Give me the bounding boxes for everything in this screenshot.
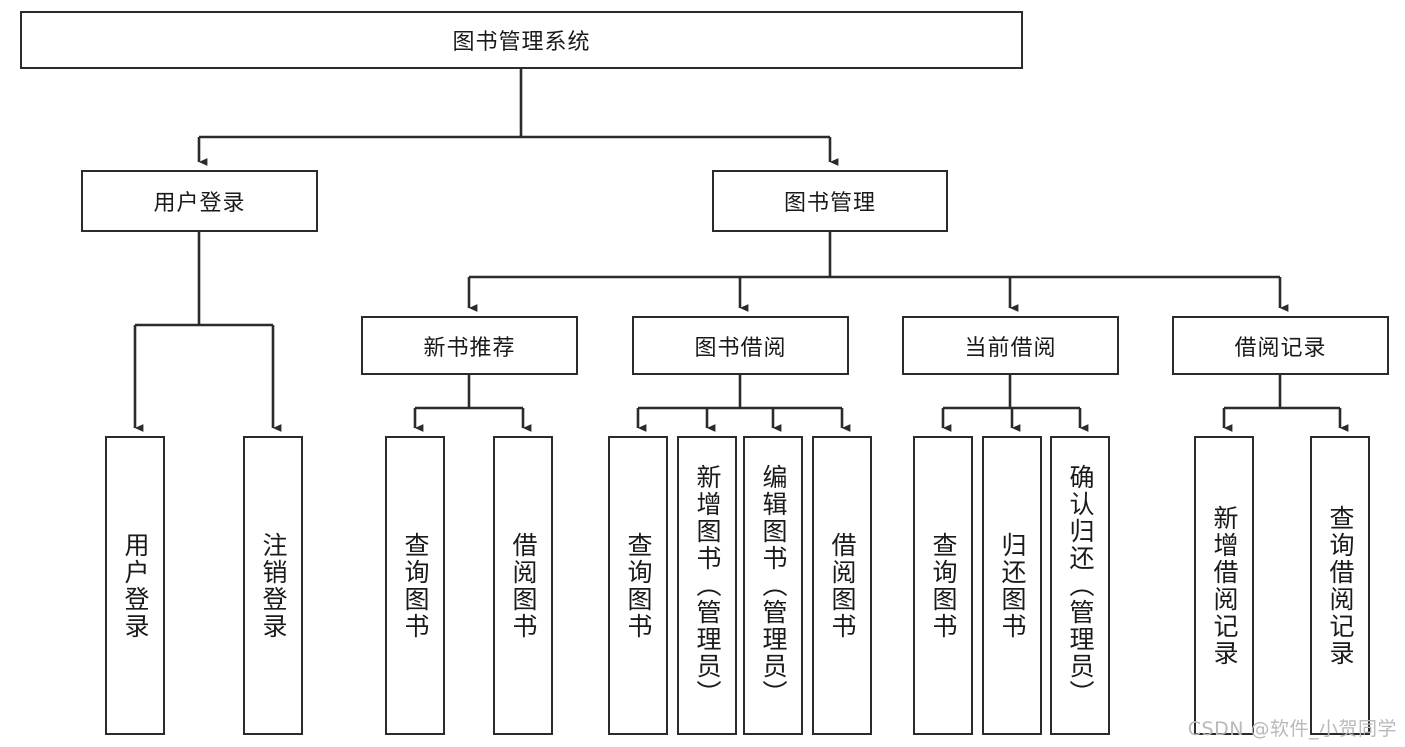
leaf-recommend-query-book[interactable]: 查询图书 (385, 436, 445, 735)
leaf-label: 借阅图书 (509, 531, 538, 640)
node-root-system[interactable]: 图书管理系统 (20, 11, 1023, 69)
leaf-label: 查询图书 (929, 531, 958, 640)
leaf-borrow-borrow-book[interactable]: 借阅图书 (812, 436, 872, 735)
leaf-user-login-logout[interactable]: 注销登录 (243, 436, 303, 735)
leaf-label: 新增借阅记录 (1210, 504, 1239, 667)
leaf-user-login-login[interactable]: 用户登录 (105, 436, 165, 735)
leaf-label: 确认归还（管理员） (1066, 464, 1095, 707)
node-user-login[interactable]: 用户登录 (81, 170, 318, 232)
leaf-record-query-record[interactable]: 查询借阅记录 (1310, 436, 1370, 735)
leaf-current-confirm-return-admin[interactable]: 确认归还（管理员） (1050, 436, 1110, 735)
leaf-borrow-edit-book-admin[interactable]: 编辑图书（管理员） (743, 436, 803, 735)
leaf-current-query-book[interactable]: 查询图书 (913, 436, 973, 735)
leaf-label: 查询图书 (624, 531, 653, 640)
leaf-label: 新增图书（管理员） (693, 464, 722, 707)
node-book-management[interactable]: 图书管理 (712, 170, 948, 232)
leaf-label: 用户登录 (121, 531, 150, 640)
leaf-recommend-borrow-book[interactable]: 借阅图书 (493, 436, 553, 735)
leaf-label: 查询图书 (401, 531, 430, 640)
node-new-book-recommend[interactable]: 新书推荐 (361, 316, 578, 375)
leaf-label: 编辑图书（管理员） (759, 464, 788, 707)
node-borrow-record[interactable]: 借阅记录 (1172, 316, 1389, 375)
node-current-borrow[interactable]: 当前借阅 (902, 316, 1119, 375)
leaf-label: 注销登录 (259, 531, 288, 640)
leaf-borrow-add-book-admin[interactable]: 新增图书（管理员） (677, 436, 737, 735)
node-book-borrow[interactable]: 图书借阅 (632, 316, 849, 375)
leaf-label: 查询借阅记录 (1326, 504, 1355, 667)
leaf-label: 借阅图书 (828, 531, 857, 640)
leaf-record-add-record[interactable]: 新增借阅记录 (1194, 436, 1254, 735)
watermark-text: CSDN @软件_小贺同学 (1187, 718, 1397, 740)
leaf-label: 归还图书 (998, 531, 1027, 640)
leaf-borrow-query-book[interactable]: 查询图书 (608, 436, 668, 735)
leaf-current-return-book[interactable]: 归还图书 (982, 436, 1042, 735)
